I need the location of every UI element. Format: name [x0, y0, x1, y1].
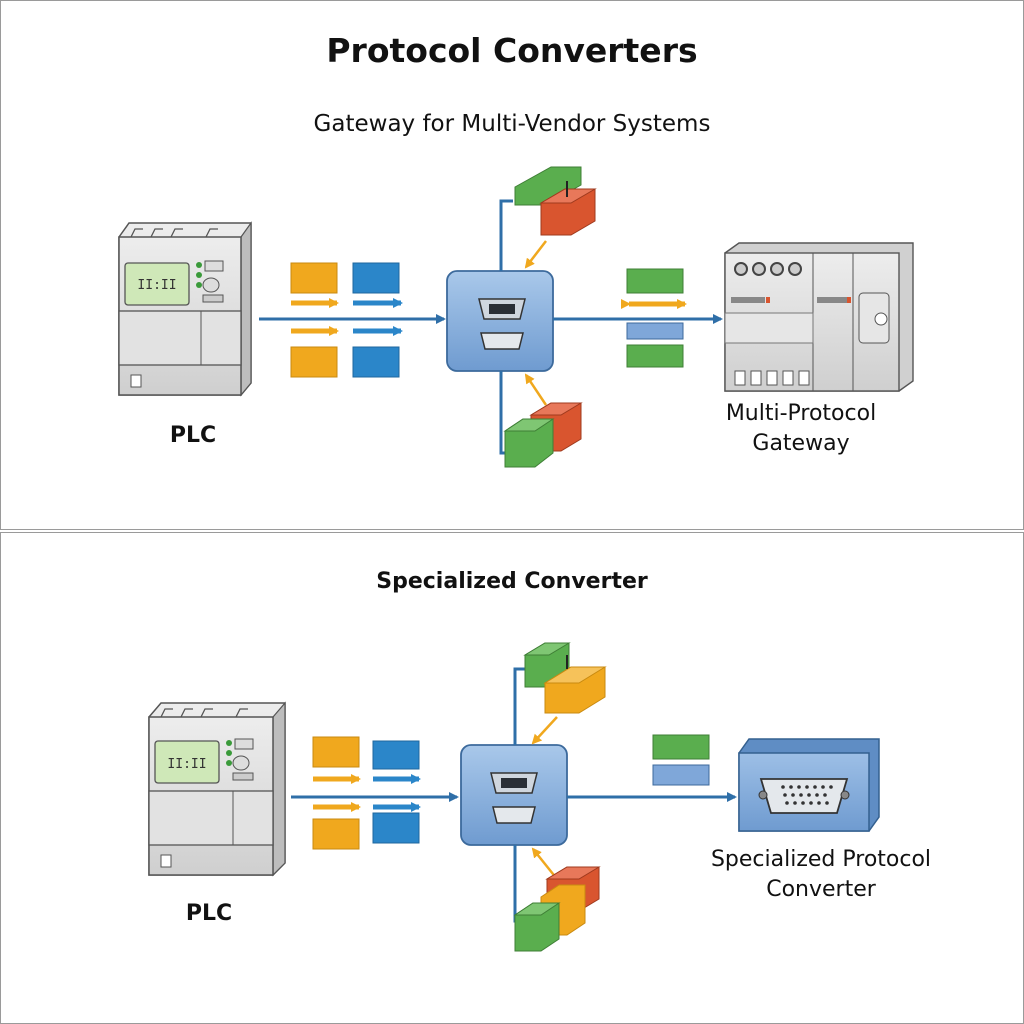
- protocol-data-blocks: [290, 262, 403, 378]
- converter-label-line1: Specialized Protocol: [710, 847, 932, 872]
- protocol-cube-bottom: [513, 866, 601, 952]
- gateway-diagram: II:II: [118, 166, 914, 468]
- plc-label: PLC: [185, 901, 233, 926]
- db-connector-icon: [490, 772, 538, 824]
- protocol-hub-icon: [460, 744, 568, 846]
- protocol-data-blocks-right: [652, 734, 710, 786]
- protocol-hub-icon: [446, 270, 554, 372]
- protocol-cube-bottom: [503, 402, 583, 468]
- svg-text:II:II: II:II: [137, 278, 176, 293]
- db-connector-icon: [478, 298, 526, 350]
- converter-device-icon: [738, 738, 880, 832]
- protocol-cube-top: [514, 166, 597, 236]
- gateway-label-line2: Gateway: [752, 431, 850, 456]
- plc-device-icon: II:II: [148, 701, 286, 877]
- plc-label: PLC: [169, 423, 217, 448]
- gateway-device-icon: [724, 242, 914, 392]
- converter-label-line2: Converter: [766, 877, 876, 902]
- panel-specialized: Specialized Converter: [0, 532, 1024, 1024]
- panel-gateway: Protocol Converters Gateway for Multi-Ve…: [0, 0, 1024, 530]
- protocol-cube-top: [523, 642, 607, 714]
- gateway-label-line1: Multi-Protocol: [725, 401, 877, 426]
- specialized-diagram: II:II: [148, 642, 880, 952]
- svg-text:II:II: II:II: [167, 757, 206, 772]
- protocol-data-blocks-right: [621, 268, 687, 368]
- plc-device-icon: II:II: [118, 221, 252, 397]
- panel-subtitle: Specialized Converter: [376, 569, 648, 594]
- protocol-data-blocks: [312, 736, 421, 850]
- page-title: Protocol Converters: [326, 31, 698, 70]
- panel-subtitle: Gateway for Multi-Vendor Systems: [313, 111, 711, 137]
